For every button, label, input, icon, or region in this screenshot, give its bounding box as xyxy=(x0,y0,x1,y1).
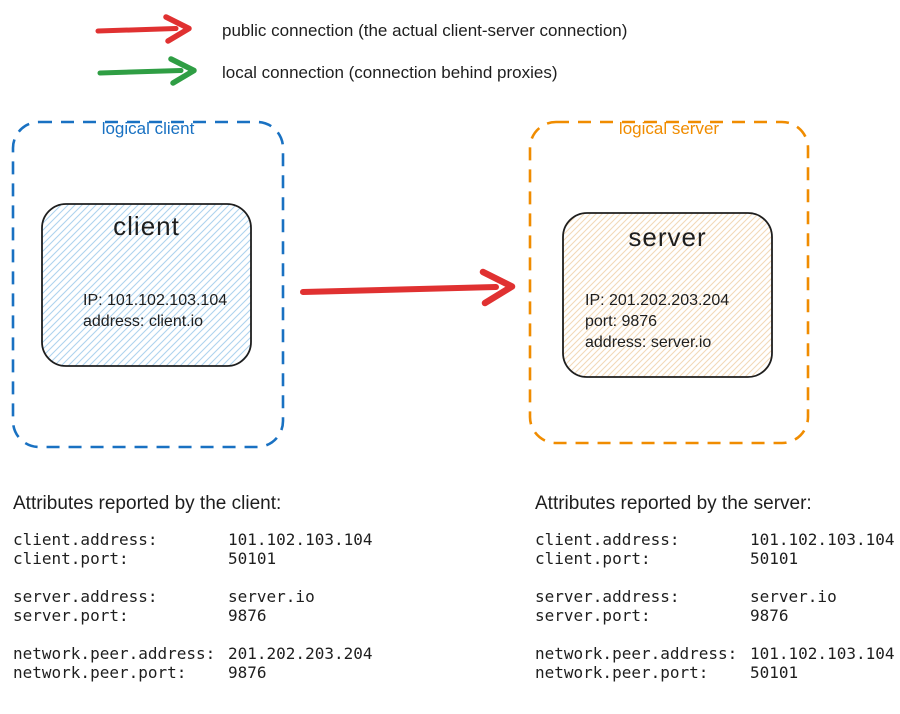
table-row: server.address: server.io xyxy=(535,587,900,606)
table-row: client.port: 50101 xyxy=(13,549,378,568)
local-connection-arrow-icon xyxy=(97,56,197,86)
attribute-value: 9876 xyxy=(750,606,789,625)
client-attributes-title: Attributes reported by the client: xyxy=(13,493,282,514)
server-node-title: server xyxy=(628,222,707,252)
table-row: server.address: server.io xyxy=(13,587,378,606)
table-row: server.port: 9876 xyxy=(535,606,900,625)
attribute-group: client.address: 101.102.103.104 client.p… xyxy=(535,530,900,568)
attribute-key: client.address: xyxy=(13,530,158,549)
attribute-key: server.port: xyxy=(13,606,129,625)
server-attributes-section: Attributes reported by the server: clien… xyxy=(535,493,900,701)
attribute-key: client.port: xyxy=(13,549,129,568)
attribute-group: server.address: server.io server.port: 9… xyxy=(13,587,378,625)
client-server-connection-arrow xyxy=(300,268,516,307)
attribute-group: network.peer.address: 201.202.203.204 ne… xyxy=(13,644,378,682)
attribute-group: network.peer.address: 101.102.103.104 ne… xyxy=(535,644,900,682)
table-row: client.address: 101.102.103.104 xyxy=(13,530,378,549)
attribute-value: 201.202.203.204 xyxy=(228,644,373,663)
attribute-key: network.peer.port: xyxy=(13,663,187,682)
client-node-title: client xyxy=(113,211,180,241)
attribute-value: 9876 xyxy=(228,606,267,625)
table-row: network.peer.address: 201.202.203.204 xyxy=(13,644,378,663)
table-row: network.peer.port: 9876 xyxy=(13,663,378,682)
attribute-value: 9876 xyxy=(228,663,267,682)
attribute-value: 101.102.103.104 xyxy=(228,530,373,549)
client-node-box xyxy=(41,203,252,367)
logical-server-boundary xyxy=(528,120,810,445)
public-connection-arrow-icon xyxy=(95,14,192,44)
server-node-info: IP: 201.202.203.204 port: 9876 address: … xyxy=(585,290,729,353)
logical-client-label: logical client xyxy=(101,119,195,138)
attribute-value: 50101 xyxy=(750,663,799,682)
attribute-value: server.io xyxy=(228,587,315,606)
client-node-info: IP: 101.102.103.104 address: client.io xyxy=(83,290,227,332)
attribute-value: 50101 xyxy=(750,549,799,568)
attribute-value: server.io xyxy=(750,587,837,606)
server-node-box xyxy=(562,212,773,378)
table-row: client.address: 101.102.103.104 xyxy=(535,530,900,549)
attribute-key: network.peer.address: xyxy=(13,644,216,663)
client-attributes-section: Attributes reported by the client: clien… xyxy=(13,493,378,701)
legend-local-connection-label: local connection (connection behind prox… xyxy=(222,63,558,82)
attribute-key: network.peer.address: xyxy=(535,644,738,663)
server-attributes-title: Attributes reported by the server: xyxy=(535,493,812,514)
table-row: network.peer.port: 50101 xyxy=(535,663,900,682)
attribute-key: server.port: xyxy=(535,606,651,625)
attribute-key: network.peer.port: xyxy=(535,663,709,682)
attribute-key: client.address: xyxy=(535,530,680,549)
client-ip-line: IP: 101.102.103.104 xyxy=(83,292,228,309)
server-address-line: address: server.io xyxy=(585,334,712,351)
server-ip-line: IP: 201.202.203.204 xyxy=(585,292,730,309)
attribute-group: server.address: server.io server.port: 9… xyxy=(535,587,900,625)
attribute-key: server.address: xyxy=(535,587,680,606)
table-row: server.port: 9876 xyxy=(13,606,378,625)
attribute-value: 101.102.103.104 xyxy=(750,530,895,549)
legend-public-connection-label: public connection (the actual client-ser… xyxy=(222,21,628,40)
attribute-value: 50101 xyxy=(228,549,277,568)
client-address-line: address: client.io xyxy=(83,313,204,330)
table-row: client.port: 50101 xyxy=(535,549,900,568)
attribute-group: client.address: 101.102.103.104 client.p… xyxy=(13,530,378,568)
table-row: network.peer.address: 101.102.103.104 xyxy=(535,644,900,663)
server-port-line: port: 9876 xyxy=(585,313,658,330)
logical-server-label: logical server xyxy=(618,119,720,138)
attribute-value: 101.102.103.104 xyxy=(750,644,895,663)
attribute-key: server.address: xyxy=(13,587,158,606)
attribute-key: client.port: xyxy=(535,549,651,568)
